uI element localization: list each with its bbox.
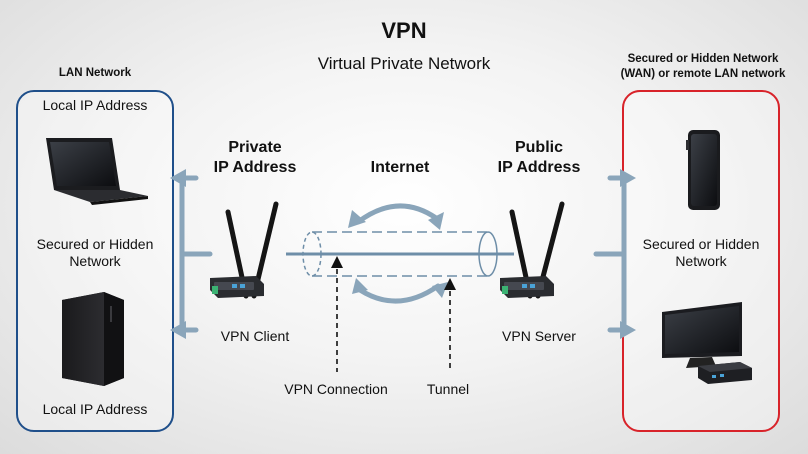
public-ip-label-1: Public: [514, 139, 563, 156]
wan-hidden-network-label-1: Secured or Hidden: [642, 236, 760, 252]
private-ip-label-2: IP Address: [213, 159, 297, 176]
diagram-title: VPN: [381, 18, 427, 43]
desktop-tower-icon: [62, 292, 124, 386]
monitor-icon: [662, 302, 742, 368]
wan-header-line-1: Secured or Hidden Network: [627, 53, 779, 65]
internet-label: Internet: [370, 159, 430, 176]
wan-hidden-network-label-2: Network: [675, 253, 727, 269]
lan-header: LAN Network: [58, 67, 132, 79]
internet-cycle-arrows: [355, 203, 441, 304]
private-ip-label-1: Private: [228, 139, 282, 156]
router-icon: [210, 201, 279, 299]
laptop-icon: [46, 138, 148, 205]
mini-pc-icon: [698, 362, 752, 384]
vpn-server-label: VPN Server: [502, 328, 576, 344]
lan-top-ip-label: Local IP Address: [42, 97, 148, 113]
wan-header-line-2: (WAN) or remote LAN network: [620, 68, 786, 80]
tunnel-label: Tunnel: [426, 381, 470, 397]
lan-bottom-ip-label: Local IP Address: [42, 401, 148, 417]
tablet-icon: [686, 130, 720, 210]
lan-hidden-network-label-2: Network: [69, 253, 121, 269]
left-bracket-arrow: [179, 175, 213, 333]
public-ip-label-2: IP Address: [497, 159, 581, 176]
vpn-client-label: VPN Client: [220, 328, 290, 344]
lan-hidden-network-label-1: Secured or Hidden: [36, 236, 154, 252]
right-bracket-arrow: [593, 175, 627, 333]
vpn-connection-label: VPN Connection: [284, 381, 388, 397]
vpn-connection-pointer: [331, 256, 343, 372]
diagram-subtitle: Virtual Private Network: [317, 54, 491, 73]
router-icon: [500, 201, 565, 299]
tunnel-pointer: [444, 278, 456, 372]
